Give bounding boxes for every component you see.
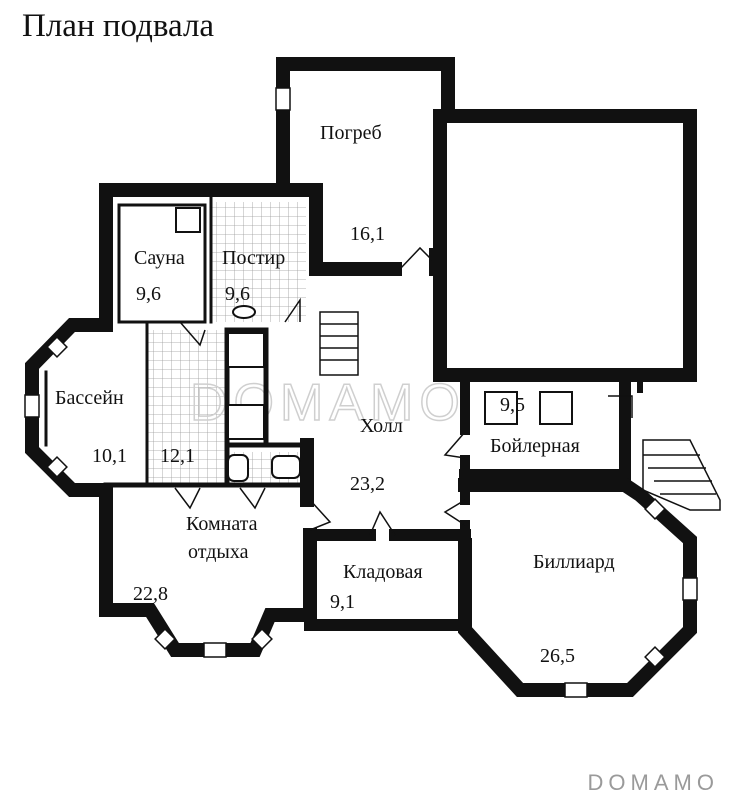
room-area-boiler: 9,5 xyxy=(500,394,525,416)
room-label-komnata: Комната xyxy=(186,513,258,535)
window-pool-bottom xyxy=(46,456,68,478)
window-pogreb xyxy=(275,87,291,111)
door-pogreb xyxy=(399,246,433,270)
window-pool-top xyxy=(46,336,68,358)
door-postir xyxy=(284,297,301,323)
boiler-unit-1 xyxy=(484,391,518,425)
sauna-bench xyxy=(175,207,201,233)
window-billiard-2 xyxy=(644,646,666,668)
sink-icon xyxy=(227,454,249,482)
watermark-bottom: DOMAMO xyxy=(587,770,719,795)
door-holl-billiard xyxy=(443,499,466,526)
window-billiard-3 xyxy=(564,682,588,698)
window-komnata-3 xyxy=(251,628,273,650)
room-label-holl: Холл xyxy=(360,415,403,437)
boiler-unit-2 xyxy=(539,391,573,425)
room-area-postir: 9,6 xyxy=(225,283,250,305)
room-label-komnata-2: отдыха xyxy=(188,541,249,563)
room-area-pogreb: 16,1 xyxy=(350,223,385,245)
stairs-right-icon xyxy=(642,439,721,511)
room-area-bassein: 10,1 xyxy=(92,445,127,467)
shower-1 xyxy=(227,332,265,368)
postir-tiles xyxy=(211,202,306,322)
window-pool-left xyxy=(24,394,40,418)
door-sauna xyxy=(179,321,206,347)
room-area-holl: 23,2 xyxy=(350,473,385,495)
room-area-billiard: 26,5 xyxy=(540,645,575,667)
door-boiler-right xyxy=(608,395,633,418)
room-area-komnata: 22,8 xyxy=(133,583,168,605)
window-komnata-1 xyxy=(154,628,176,650)
room-label-pogreb: Погреб xyxy=(320,122,382,144)
toilet-icon xyxy=(271,455,301,479)
window-billiard-4 xyxy=(644,498,666,520)
shower-2 xyxy=(227,404,265,440)
washbasin-icon xyxy=(232,305,256,319)
room-label-kladovaya: Кладовая xyxy=(343,561,423,583)
door-kladovaya xyxy=(369,510,396,536)
stairs-icon xyxy=(319,311,359,376)
window-billiard-1 xyxy=(682,577,698,601)
door-shower-2 xyxy=(239,487,266,510)
window-komnata-2 xyxy=(203,642,227,658)
room-label-billiard: Биллиард xyxy=(533,551,615,573)
room-area-sauna: 9,6 xyxy=(136,283,161,305)
door-komnata xyxy=(309,499,332,531)
door-holl-boiler xyxy=(443,431,466,459)
room-label-sauna: Сауна xyxy=(134,247,185,269)
door-shower-1 xyxy=(174,487,201,510)
room-label-boiler: Бойлерная xyxy=(490,435,580,457)
room-area-kladovaya: 9,1 xyxy=(330,591,355,613)
plan-title: План подвала xyxy=(22,8,215,44)
room-label-bassein: Бассейн xyxy=(55,387,124,409)
shower-tiles xyxy=(147,330,227,485)
room-area-shower: 12,1 xyxy=(160,445,195,467)
room-label-postir: Постир xyxy=(222,247,285,269)
